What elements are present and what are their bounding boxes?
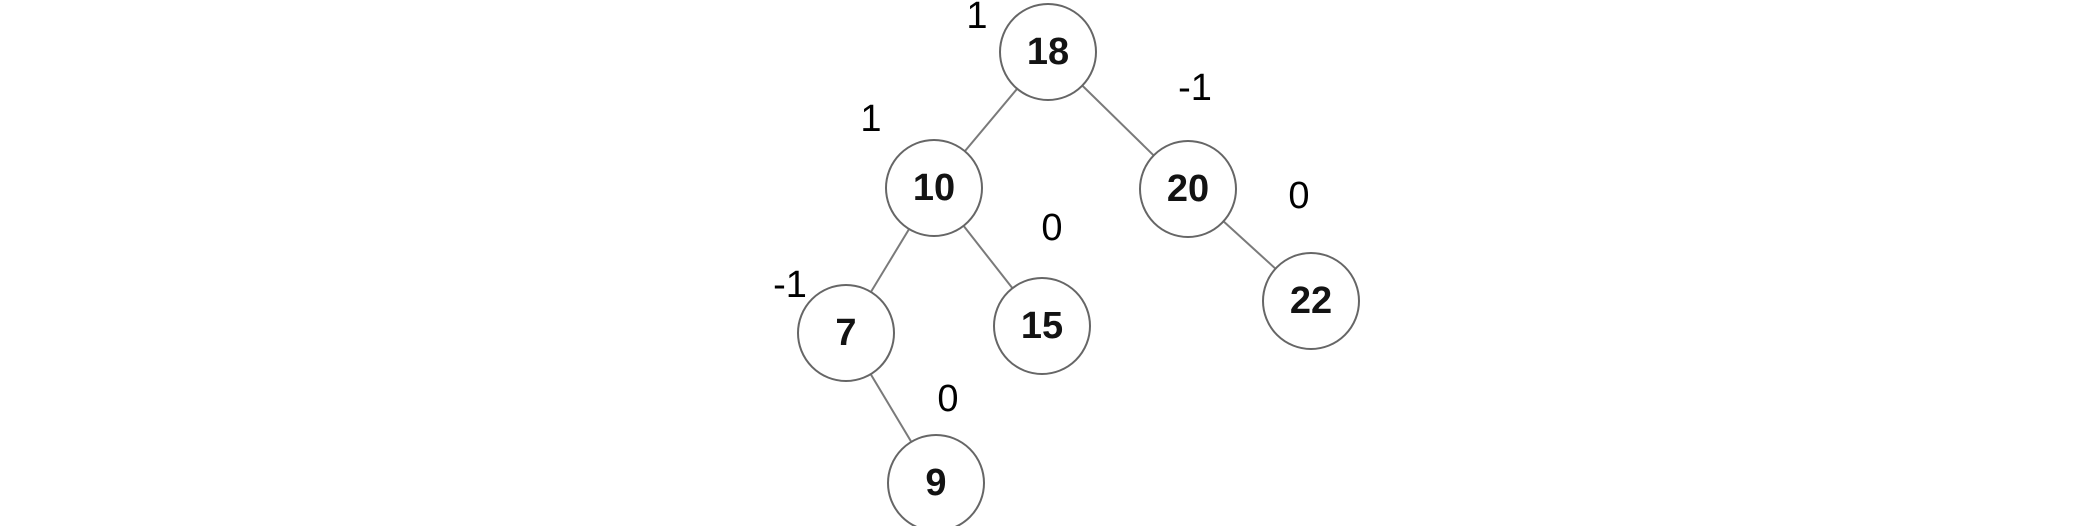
tree-node-value: 7 <box>835 312 856 354</box>
tree-node-value: 15 <box>1021 305 1063 347</box>
balance-factor-label: 1 <box>966 0 987 37</box>
tree-node-circle <box>1139 140 1237 238</box>
tree-node-circle <box>993 277 1091 375</box>
tree-node: 10 <box>885 139 983 237</box>
tree-node-value: 20 <box>1167 168 1209 210</box>
tree-node-circle <box>999 3 1097 101</box>
tree-node-circle <box>885 139 983 237</box>
tree-node-value: 10 <box>913 167 955 209</box>
tree-node: 18 <box>999 3 1097 101</box>
tree-node: 15 <box>993 277 1091 375</box>
balance-factor-label: 1 <box>860 98 881 140</box>
tree-node-value: 9 <box>925 462 946 504</box>
tree-node: 9 <box>887 434 985 526</box>
tree-node-circle <box>1262 252 1360 350</box>
tree-node-circle <box>887 434 985 526</box>
balance-factor-label: 0 <box>1041 207 1062 249</box>
tree-node: 7 <box>797 284 895 382</box>
tree-node-value: 18 <box>1027 31 1069 73</box>
tree-edges-layer <box>845 51 1312 484</box>
balance-factor-label: -1 <box>1178 67 1212 109</box>
tree-node: 20 <box>1139 140 1237 238</box>
balance-factor-label: -1 <box>773 264 807 306</box>
tree-node-circle <box>797 284 895 382</box>
balance-labels-layer: 1 1 -1 0 -1 0 0 <box>773 0 1309 420</box>
balance-factor-label: 0 <box>1288 175 1309 217</box>
tree-node-value: 22 <box>1290 280 1332 322</box>
tree-node: 22 <box>1262 252 1360 350</box>
balance-factor-label: 0 <box>937 378 958 420</box>
